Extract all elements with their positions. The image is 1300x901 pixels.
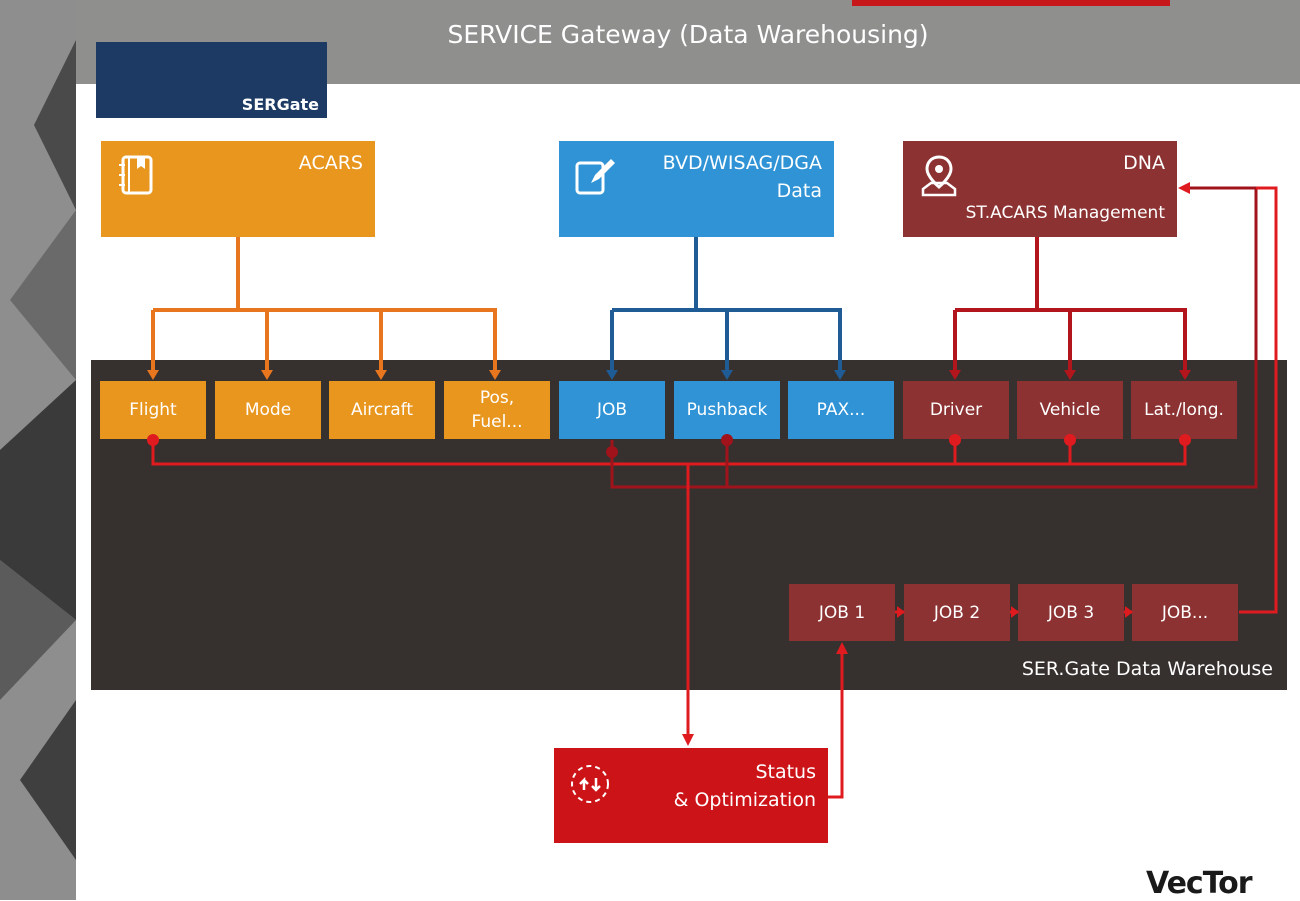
header-accent (852, 0, 1170, 6)
job-2: JOB 2 (904, 584, 1010, 641)
dna-connectors (953, 237, 1187, 372)
job-3: JOB 3 (1018, 584, 1124, 641)
left-decorative-strip (0, 0, 76, 900)
optimization-icon (571, 765, 609, 803)
notebook-icon (119, 155, 153, 195)
field-pushback: Pushback (674, 381, 780, 439)
acars-connectors (151, 237, 497, 372)
field-job: JOB (559, 381, 665, 439)
acars-arrowheads (147, 370, 501, 380)
acars-title: ACARS (298, 152, 363, 174)
status-optimization-box: Status & Optimization (554, 748, 828, 843)
dna-subtitle: ST.ACARS Management (965, 203, 1165, 223)
map-pin-icon (921, 155, 957, 197)
field-vehicle: Vehicle (1017, 381, 1123, 439)
bvd-source-box: BVD/WISAG/DGA Data (559, 141, 834, 237)
status-line-2: & Optimization (673, 789, 816, 811)
status-line-1: Status (755, 761, 816, 783)
edit-document-icon (575, 159, 615, 195)
field-flight: Flight (100, 381, 206, 439)
bvd-title: BVD/WISAG/DGA Data (662, 152, 822, 202)
field-pos-fuel: Pos, Fuel... (444, 381, 550, 439)
page-title: SERVICE Gateway (Data Warehousing) (447, 20, 929, 49)
job-1: JOB 1 (789, 584, 895, 641)
status-title: Status & Optimization (674, 758, 816, 814)
dna-source-box: DNA ST.ACARS Management (903, 141, 1177, 237)
warehouse-label: SER.Gate Data Warehouse (1021, 658, 1273, 680)
job-more: JOB... (1132, 584, 1238, 641)
field-pax: PAX... (788, 381, 894, 439)
vector-brand-logo: VecTor (1146, 866, 1253, 901)
chevron-decoration (0, 40, 76, 860)
bvd-connectors (610, 237, 842, 372)
logo-text: SERGate (241, 95, 319, 114)
field-lat-long: Lat./long. (1131, 381, 1237, 439)
field-mode: Mode (215, 381, 321, 439)
sergate-logo: SERGate (96, 42, 327, 118)
connector-arrowheads (682, 182, 1190, 746)
bvd-arrowheads (606, 370, 846, 380)
collection-lines (151, 186, 1278, 799)
field-aircraft: Aircraft (329, 381, 435, 439)
acars-source-box: ACARS (101, 141, 375, 237)
dna-title: DNA (1123, 152, 1165, 174)
connector-dots (147, 434, 1191, 458)
field-driver: Driver (903, 381, 1009, 439)
dna-arrowheads (949, 370, 1191, 380)
